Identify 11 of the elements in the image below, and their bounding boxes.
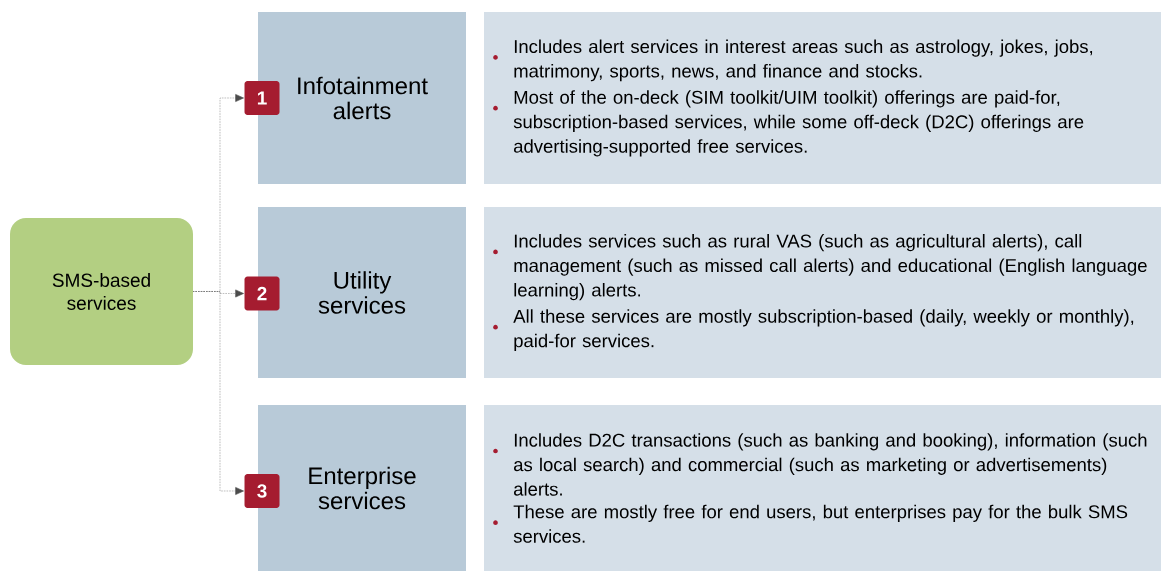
bullet-text: Includes services such as rural VAS (such as agricultural alerts), call management (such as missed call alerts) and educational (English language learning) alerts. — [514, 234, 1147, 301]
number-badge: 3 — [244, 474, 280, 508]
connector-arrow — [192, 291, 244, 495]
bullet-text: Includes D2C transactions (such as banking and booking), information (such as local search) and commercial (such as marketing or advertisements) alerts. — [514, 433, 1147, 496]
bullet-text: These are mostly free for end users, but enterprises pay for the bulk SMS services. — [513, 504, 1128, 543]
number-badge: 2 — [244, 276, 280, 311]
bullet-text: All these services are mostly subscription-based (daily, weekly or monthly), paid-for services. — [513, 309, 1134, 351]
bullet-text: Most of the on-deck (SIM toolkit/UIM toolkit) offerings are paid-for, subscription-based services, while some off-deck (D2C) offerings are advertising-supported free services. — [513, 90, 1084, 157]
rounded-box: SMS-based services — [10, 218, 193, 365]
bullet-text: Includes alert services in interest areas such as astrology, jokes, jobs, matrimony, sports, news, and finance and stocks. — [514, 39, 1093, 82]
number-badge: 1 — [244, 81, 280, 115]
